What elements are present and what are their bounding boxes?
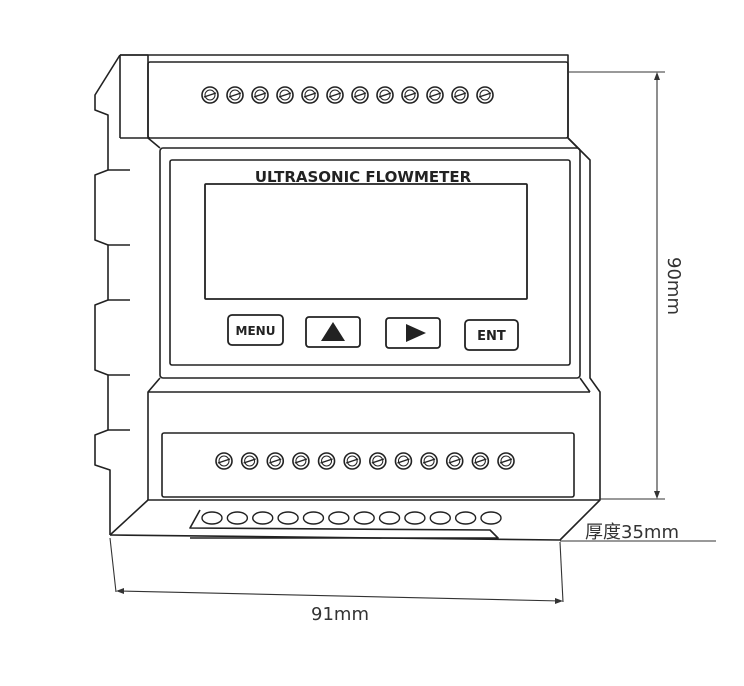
- din-rail-profile: [94, 54, 149, 535]
- terminal-screw-icon: [445, 452, 464, 470]
- terminal-slot: [226, 511, 249, 525]
- terminal-screw-icon: [471, 452, 490, 470]
- terminal-slot: [277, 511, 299, 525]
- terminal-screw-icon: [215, 452, 233, 470]
- terminal-screw-icon: [351, 86, 369, 104]
- terminal-slot: [429, 511, 451, 525]
- enclosure-base: [109, 499, 600, 539]
- lower-step: [147, 377, 591, 500]
- right-triangle-icon: [406, 324, 426, 342]
- terminal-screw-icon: [326, 86, 344, 104]
- terminal-slot: [201, 511, 223, 525]
- enclosure-side-ridges: [108, 55, 130, 431]
- enclosure: [94, 54, 601, 541]
- ent-button[interactable]: ENT: [464, 319, 519, 351]
- height-dimension-label: 90mm: [663, 257, 684, 315]
- top-housing-top-edge: [120, 54, 569, 62]
- terminal-screw-icon: [240, 452, 259, 470]
- width-dimension-label: 91mm: [311, 604, 369, 625]
- right-button[interactable]: [385, 317, 441, 349]
- terminal-slot: [353, 511, 375, 525]
- ent-button-label: ENT: [477, 329, 506, 344]
- terminal-screw-icon: [343, 452, 361, 470]
- terminal-screw-icon: [201, 86, 219, 104]
- terminal-screw-icon: [476, 86, 494, 104]
- bottom-terminal-housing: [161, 432, 575, 498]
- bottom-slot-row: [201, 511, 502, 525]
- menu-button[interactable]: MENU: [227, 314, 284, 346]
- terminal-slot: [252, 511, 274, 525]
- terminal-screw-icon: [426, 86, 444, 104]
- device-title: ULTRASONIC FLOWMETER: [255, 168, 472, 186]
- terminal-screw-icon: [401, 86, 419, 104]
- terminal-screw-icon: [497, 452, 515, 470]
- front-panel-inner: [169, 159, 571, 366]
- terminal-slot: [404, 511, 426, 525]
- terminal-screw-icon: [251, 86, 269, 104]
- terminal-slot: [378, 511, 401, 525]
- terminal-screw-icon: [420, 452, 438, 470]
- up-triangle-icon: [321, 322, 345, 341]
- terminal-screw-icon: [226, 86, 244, 104]
- lcd-display: [204, 183, 528, 300]
- terminal-slot: [328, 511, 350, 525]
- terminal-screw-icon: [301, 86, 319, 104]
- terminal-slot: [302, 511, 325, 525]
- thickness-dimension-label: 厚度35mm: [585, 522, 679, 543]
- terminal-slot: [454, 511, 477, 525]
- terminal-slot: [480, 511, 502, 525]
- menu-button-label: MENU: [236, 324, 276, 338]
- terminal-screw-icon: [292, 452, 310, 470]
- terminal-screw-icon: [394, 452, 413, 470]
- top-terminal-row: [201, 86, 494, 104]
- terminal-screw-icon: [317, 452, 336, 470]
- front-panel-outer: [159, 147, 581, 379]
- height-dimension: [568, 71, 665, 500]
- terminal-screw-icon: [451, 86, 469, 104]
- terminal-screw-icon: [276, 86, 294, 104]
- terminal-screw-icon: [376, 86, 394, 104]
- bottom-terminal-row: [215, 452, 515, 470]
- up-button[interactable]: [305, 316, 361, 348]
- width-dimension: [109, 537, 564, 604]
- terminal-screw-icon: [369, 452, 387, 470]
- terminal-screw-icon: [266, 452, 285, 470]
